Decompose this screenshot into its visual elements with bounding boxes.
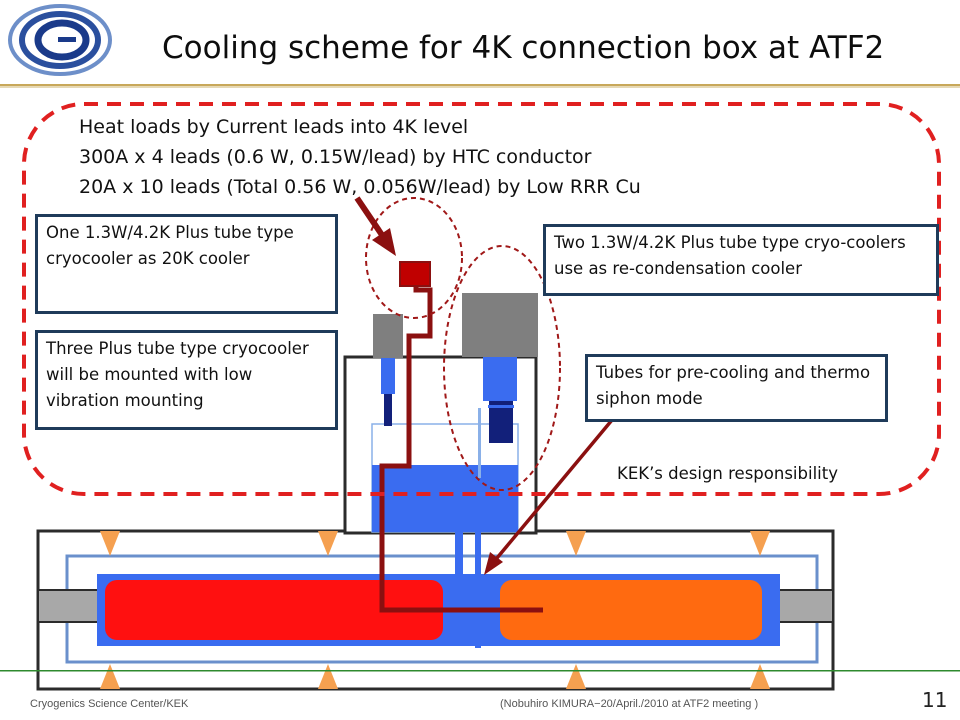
callout-one-cooler: One 1.3W/4.2K Plus tube type cryocooler …	[35, 214, 338, 314]
recondensation-highlight	[443, 245, 561, 491]
heat-loads-line-1: Heat loads by Current leads into 4K leve…	[79, 116, 469, 138]
connection-box	[343, 293, 538, 648]
support-bottom-3	[566, 664, 586, 689]
support-top-1	[100, 531, 120, 556]
magnet-orange	[500, 580, 762, 640]
liquid-helium	[372, 465, 518, 532]
callout-tubes: Tubes for pre-cooling and thermo siphon …	[585, 354, 888, 422]
cooler-20k-highlight	[365, 197, 463, 319]
cooler-20k-head	[373, 314, 403, 358]
current-lead	[379, 261, 543, 613]
footer-right: (Nobuhiro KIMURA−20/April./2010 at ATF2 …	[500, 698, 759, 710]
cooler-recondensation-head	[462, 293, 538, 357]
support-top-4	[750, 531, 770, 556]
page-number: 11	[922, 688, 948, 712]
heat-loads-line-3: 20A x 10 leads (Total 0.56 W, 0.056W/lea…	[79, 176, 641, 198]
footer-line	[0, 670, 960, 672]
callout-two-coolers: Two 1.3W/4.2K Plus tube type cryo-cooler…	[543, 224, 939, 296]
arrow-to-lead-line	[354, 196, 387, 240]
kek-logo-icon	[8, 4, 112, 76]
header-line-gold	[0, 84, 960, 86]
support-bottom-4	[750, 664, 770, 689]
callout-three-coolers: Three Plus tube type cryocooler will be …	[35, 330, 338, 430]
arrow-to-tube-head	[484, 552, 503, 575]
footer-left: Cryogenics Science Center/KEK	[30, 698, 189, 710]
page-title: Cooling scheme for 4K connection box at …	[162, 30, 885, 66]
header-line-light	[0, 86, 960, 88]
magnet-red	[105, 580, 443, 640]
heat-loads-line-2: 300A x 4 leads (0.6 W, 0.15W/lead) by HT…	[79, 146, 592, 168]
kek-responsibility-boundary	[22, 102, 941, 496]
support-top-3	[566, 531, 586, 556]
responsibility-label: KEK’s design responsibility	[617, 464, 838, 483]
heat-loads-text: Heat loads by Current leads into 4K leve…	[79, 112, 641, 202]
support-top-2	[318, 531, 338, 556]
arrow-to-tube-line	[495, 418, 614, 560]
support-bottom-2	[318, 664, 338, 689]
support-bottom-1	[100, 664, 120, 689]
arrow-to-lead-head	[372, 228, 396, 256]
